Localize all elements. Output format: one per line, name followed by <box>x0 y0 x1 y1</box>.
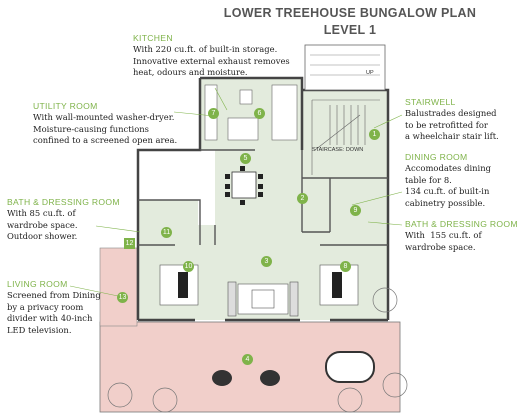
marker-4: 4 <box>242 354 253 365</box>
marker-3: 3 <box>261 256 272 267</box>
dining-description: Accomodates dining table for 8. 134 cu.f… <box>405 163 491 208</box>
plan-title: LOWER TREEHOUSE BUNGALOW PLAN <box>223 6 477 20</box>
utility-heading: UTILITY ROOM <box>33 101 98 111</box>
staircase-label: STAIRCASE: DOWN <box>312 147 364 153</box>
stairwell-heading: STAIRWELL <box>405 97 456 107</box>
kitchen-description: With 220 cu.ft. of built-in storage. Inn… <box>133 44 290 77</box>
bath-right-description: With 155 cu.ft. of wardrobe space. <box>405 230 482 252</box>
marker-13: 13 <box>117 292 128 303</box>
marker-8: 8 <box>340 261 351 272</box>
utility-description: With wall-mounted washer-dryer. Moisture… <box>33 112 178 145</box>
living-heading: LIVING ROOM <box>7 279 68 289</box>
plan-level: LEVEL 1 <box>323 23 377 37</box>
marker-9: 9 <box>350 205 361 216</box>
bath-left-description: With 85 cu.ft. of wardrobe space. Outdoo… <box>7 208 78 241</box>
marker-7: 7 <box>208 108 219 119</box>
stairwell-description: Balustrades designed to be retrofitted f… <box>405 108 499 141</box>
living-description: Screened from Dining by a privacy room d… <box>7 290 101 335</box>
dining-heading: DINING ROOM <box>405 152 468 162</box>
marker-6: 6 <box>254 108 265 119</box>
marker-12: 12 <box>124 238 135 249</box>
marker-11: 11 <box>161 227 172 238</box>
marker-1: 1 <box>369 129 380 140</box>
bath-left-area <box>138 200 198 245</box>
marker-2: 2 <box>297 193 308 204</box>
bath-left-heading: BATH & DRESSING ROOM <box>7 197 120 207</box>
marker-5: 5 <box>240 153 251 164</box>
kitchen-heading: KITCHEN <box>133 33 173 43</box>
outdoor-terrace <box>99 247 138 327</box>
up-label: UP <box>366 70 374 76</box>
bath-right-heading: BATH & DRESSING ROOM <box>405 219 517 229</box>
marker-10: 10 <box>183 261 194 272</box>
